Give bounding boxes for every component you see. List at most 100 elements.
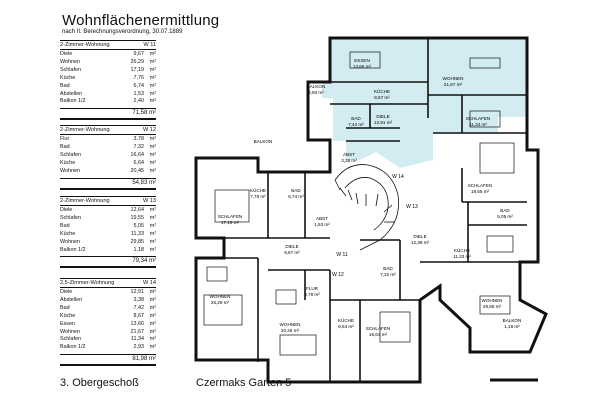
area-unit: m² [149, 136, 156, 142]
room-area-label: 19,55 m² [471, 189, 490, 194]
area-total: 79,34 m² [60, 256, 156, 269]
room-label: DIELE [376, 114, 389, 119]
room-name: Abstellen [60, 296, 83, 303]
room-name: Wohnen [60, 238, 80, 245]
room-label: SCHLAFEN [366, 326, 391, 331]
room-area: 3,38 [133, 296, 145, 303]
room-name: Abstellen [60, 90, 83, 97]
room-label: SCHLAFEN [218, 214, 243, 219]
area-unit: m² [149, 159, 156, 166]
room-label: WOHNEN [482, 298, 503, 303]
area-unit: m² [149, 296, 156, 303]
room-area-label: 16,64 m² [369, 332, 388, 337]
area-row: Abstellen 3,38 m² [60, 297, 156, 305]
area-unit: m² [149, 289, 156, 295]
room-area-label: 26,29 m² [211, 300, 230, 305]
room-area-label: 11,34 m² [469, 122, 487, 127]
unit-label: W 11 [336, 252, 348, 258]
room-area: 11,34 [130, 336, 144, 343]
room-area-label: 29,85 m² [483, 304, 502, 309]
room-name: Diele [60, 207, 73, 213]
room-area: 29,85 [130, 238, 145, 245]
apartment-code: W 12 [142, 127, 156, 133]
room-name: Schlafen [60, 66, 81, 73]
apartment-type: 2-Zimmer-Wohnung [60, 42, 110, 48]
area-unit: m² [149, 238, 156, 245]
room-name: Schlafen [60, 214, 81, 221]
room-area: 7,76 [133, 74, 145, 81]
area-unit: m² [149, 344, 156, 351]
room-label: BAD [500, 208, 510, 213]
room-name: Küche [60, 159, 76, 166]
room-area-label: 7,32 m² [380, 272, 396, 277]
area-row: Wohnen 29,85 m² [60, 239, 156, 247]
room-area-label: 2,93 m² [308, 90, 324, 95]
room-label: DIELE [413, 234, 426, 239]
room-area: 17,19 [130, 66, 145, 73]
area-unit: m² [149, 246, 156, 253]
room-area: 26,29 [130, 58, 145, 65]
room-area: 2,40 [133, 98, 145, 105]
room-area-label: 11,33 m² [453, 254, 471, 259]
room-label: ESSEN [354, 58, 370, 63]
room-label: BAD [383, 266, 393, 271]
room-name: Schlafen [60, 336, 81, 343]
furniture [203, 51, 515, 356]
room-area: 20,45 [130, 167, 145, 174]
apartment-type: 2-Zimmer-Wohnung [60, 198, 110, 204]
room-label: KÜCHE [454, 247, 470, 253]
area-unit: m² [149, 74, 156, 81]
unit-label: W 13 [406, 204, 418, 210]
room-area: 1,53 [133, 90, 145, 97]
room-name: Küche [60, 74, 76, 81]
room-area-label: 12,91 m² [374, 120, 393, 125]
room-name: Balkon 1/2 [60, 344, 86, 351]
room-area: 13,66 [130, 320, 145, 327]
room-area-label: 21,67 m² [444, 82, 463, 87]
area-unit: m² [149, 167, 156, 174]
area-unit: m² [149, 222, 156, 229]
room-name: Wohnen [60, 328, 80, 335]
room-name: Balkon 1/2 [60, 246, 86, 253]
room-name: Balkon 1/2 [60, 98, 86, 105]
area-unit: m² [149, 51, 156, 57]
room-area: 6,74 [133, 82, 145, 89]
room-name: Küche [60, 230, 76, 237]
room-area-label: 3,78 m² [304, 292, 320, 297]
room-name: Schlafen [60, 151, 81, 158]
room-name: Wohnen [60, 58, 80, 65]
room-name: Flur [60, 136, 70, 142]
unit-label: W 14 [392, 174, 404, 180]
room-area: 21,67 [130, 328, 145, 335]
room-label: ABST [316, 216, 328, 221]
address-label: Czermaks Garten 5 [196, 377, 292, 389]
apartment-code: W 14 [142, 280, 156, 286]
room-area: 19,55 [130, 214, 145, 221]
room-area: 5,05 [133, 222, 145, 229]
room-label: BALKON [254, 139, 273, 144]
area-unit: m² [149, 66, 156, 73]
room-area: 7,42 [133, 304, 145, 311]
room-area: 3,78 [133, 136, 145, 142]
room-area-label: 9,67 m² [284, 250, 300, 255]
area-row: Flur 3,78 m² [60, 136, 156, 144]
area-total: 81,98 m² [60, 354, 156, 367]
area-unit: m² [149, 304, 156, 311]
room-name: Bad [60, 82, 70, 89]
room-area: 12,64 [130, 207, 145, 213]
room-area-label: 8,67 m² [374, 95, 390, 100]
